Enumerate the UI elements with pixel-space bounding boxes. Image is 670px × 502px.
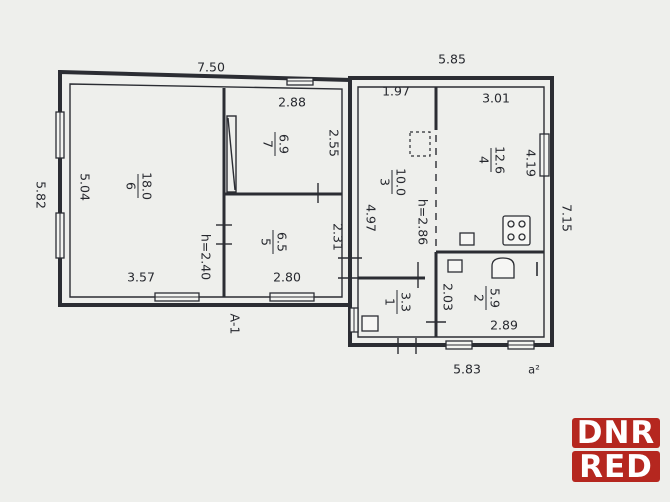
dimension-top-left: 7.50 <box>197 60 225 75</box>
building-letter-label: А-1 <box>228 313 243 334</box>
stove-niche-diagonal <box>227 117 236 191</box>
room-6-number: 6 <box>124 182 139 190</box>
dimension-room1-side: 2.03 <box>441 283 456 311</box>
room-4-area: 12.6 <box>493 146 508 174</box>
dimension-right: 7.15 <box>560 204 575 232</box>
dimension-room6-length: 3.57 <box>127 270 155 285</box>
room-7-number: 7 <box>261 140 276 148</box>
window-room6-west <box>55 111 65 159</box>
room-3-number: 3 <box>378 178 393 186</box>
ceiling-hatch-icon <box>409 131 431 157</box>
dimension-bottom: 5.83 <box>453 362 481 377</box>
gas-meter-icon <box>361 315 379 332</box>
dimension-room2-bottom: 2.89 <box>490 318 518 333</box>
dimension-room3-side: 4.97 <box>364 204 379 232</box>
room-4-number: 4 <box>477 156 492 164</box>
washbasin-icon <box>447 259 463 273</box>
room-1-number: 1 <box>383 298 398 306</box>
window-room2-south-2 <box>507 340 535 350</box>
dimension-left: 5.82 <box>34 181 49 209</box>
room-1-area: 3.3 <box>399 292 414 312</box>
dimension-room5-side: 2.31 <box>331 223 346 251</box>
room-6-area: 18.0 <box>140 172 155 200</box>
stove-niche <box>226 115 237 193</box>
dimension-top-right: 5.85 <box>438 52 466 67</box>
window-room6-west-lower <box>55 212 65 259</box>
stove-icon <box>502 215 531 246</box>
burner-icon <box>518 233 526 241</box>
watermark-line2: RED <box>579 449 653 485</box>
dimension-room7-side: 2.55 <box>327 129 342 157</box>
door-marks <box>216 183 446 354</box>
room-2-number: 2 <box>472 294 487 302</box>
outer-wall-right-block <box>348 76 554 347</box>
burner-icon <box>518 220 526 228</box>
watermark-line1: DNR <box>577 415 656 451</box>
extension-label: a² <box>528 363 540 377</box>
dimension-room3-top: 1.97 <box>382 84 410 99</box>
room-2-area: 5.9 <box>488 288 503 308</box>
inner-contour-left <box>69 83 343 298</box>
dimension-room4-top: 3.01 <box>482 91 510 106</box>
dimension-room4-side: 4.19 <box>524 149 539 177</box>
window-room1-west <box>349 307 359 333</box>
room-5-area: 6.5 <box>275 232 290 252</box>
ceiling-height-left: h=2.40 <box>199 234 214 280</box>
room-7-area: 6.9 <box>277 134 292 154</box>
dimension-room5-bottom: 2.80 <box>273 270 301 285</box>
window-room4-east <box>539 133 550 177</box>
dimension-room7-top: 2.88 <box>278 95 306 110</box>
bathtub-icon <box>491 257 515 279</box>
window-room7-north <box>286 77 314 86</box>
window-room6-south <box>154 292 200 302</box>
dimension-room6-width: 5.04 <box>78 173 93 201</box>
burner-icon <box>507 220 515 228</box>
window-room5-south <box>269 292 315 302</box>
sink-icon <box>459 232 475 246</box>
ceiling-height-right: h=2.86 <box>416 199 431 245</box>
dnr-red-watermark: DNR RED <box>572 415 660 485</box>
burner-icon <box>507 233 515 241</box>
window-room2-south <box>445 340 473 350</box>
room-5-number: 5 <box>259 238 274 246</box>
inner-contour-right <box>357 86 545 338</box>
room-3-area: 10.0 <box>394 168 409 196</box>
